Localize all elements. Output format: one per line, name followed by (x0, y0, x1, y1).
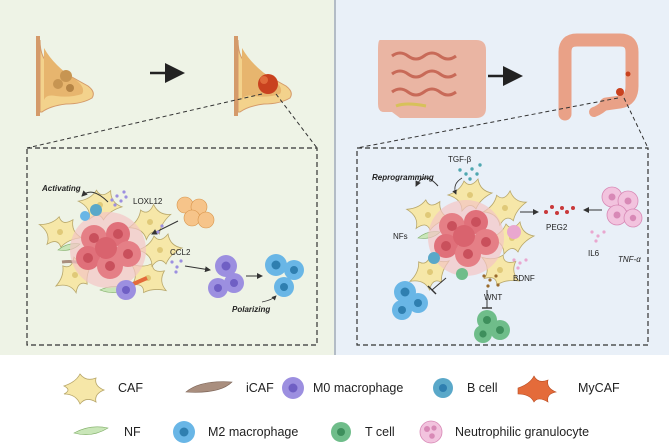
inhibit-b-cell-arrow (427, 277, 447, 295)
t-cell-icon (331, 422, 351, 442)
il6-label: IL6 (588, 249, 600, 258)
left-panel (0, 0, 334, 355)
neutrophil-icon (419, 420, 443, 444)
m0-macrophage-icon (282, 377, 304, 399)
neutrophil-cluster (601, 186, 643, 228)
bdnf-dots (512, 258, 528, 270)
left-zoom-box (26, 147, 318, 346)
legend-m2-label: M2 macrophage (208, 425, 298, 439)
zoom-line-right-b (623, 97, 649, 149)
bdnf-label: BDNF (513, 274, 535, 283)
breast-normal-icon (36, 36, 94, 116)
legend-mycaf-label: MyCAF (578, 381, 620, 395)
inhibit-t-cell-arrow (482, 290, 492, 309)
icaf-icon (185, 381, 233, 393)
cluster-arrow (151, 220, 179, 235)
legend-m0-label: M0 macrophage (313, 381, 403, 395)
legend-t-cell-label: T cell (365, 425, 395, 439)
zoom-line-left-a (26, 93, 263, 149)
wnt-dots (482, 274, 500, 288)
reprogramming-arrow (415, 177, 439, 187)
m0-macrophage-cluster (208, 255, 244, 298)
m2-macrophage-cluster (265, 254, 304, 297)
tnf-label: TNF-α (618, 255, 641, 264)
loxl12-label: LOXL12 (133, 197, 163, 206)
right-zoom-box (356, 147, 649, 346)
legend: CAF iCAF M0 macrophage B cell MyCAF NF M… (62, 373, 620, 444)
legend-caf-label: CAF (118, 381, 143, 395)
zoom-line-right-a (356, 97, 619, 149)
t-cell-cluster (474, 310, 510, 343)
zoom-line-left-b (275, 93, 318, 149)
legend-b-cell-label: B cell (467, 381, 498, 395)
il6-dots (590, 230, 606, 243)
intestine-normal-icon (378, 40, 486, 118)
reprogramming-label: Reprogramming (372, 173, 434, 182)
m2-macrophage-icon (173, 421, 195, 443)
tgf-dots (458, 163, 482, 181)
tgf-arrow (452, 177, 463, 195)
legend-nf-label: NF (124, 425, 141, 439)
breast-tumor-icon (234, 36, 292, 116)
orange-cell-cluster (176, 196, 215, 229)
right-tumor-microenvironment (402, 178, 535, 297)
nfs-label: NFs (393, 232, 408, 241)
peg2-dots (544, 205, 575, 215)
left-tumor-microenvironment (33, 184, 183, 305)
peg2-label: PEG2 (546, 223, 568, 232)
colon-tumor-icon (558, 33, 639, 121)
ccl2-dots (170, 259, 183, 274)
legend-neutrophil-label: Neutrophilic granulocyte (455, 425, 589, 439)
ccl2-arrow (184, 265, 211, 273)
b-cell-icon (433, 378, 453, 398)
wnt-label: WNT (484, 293, 502, 302)
b-cell-cluster (392, 281, 428, 320)
polarizing-label: Polarizing (232, 305, 270, 314)
tgf-label: TGF-β (448, 155, 472, 164)
polarizing-curve (261, 295, 277, 303)
ccl2-label: CCL2 (170, 248, 191, 257)
nf-icon (73, 426, 109, 435)
loxl12-dots (110, 190, 128, 207)
mycaf-icon (517, 375, 558, 403)
activating-label: Activating (41, 184, 81, 193)
activating-arrow (81, 190, 109, 203)
caf-icon (62, 373, 106, 405)
legend-icaf-label: iCAF (246, 381, 274, 395)
